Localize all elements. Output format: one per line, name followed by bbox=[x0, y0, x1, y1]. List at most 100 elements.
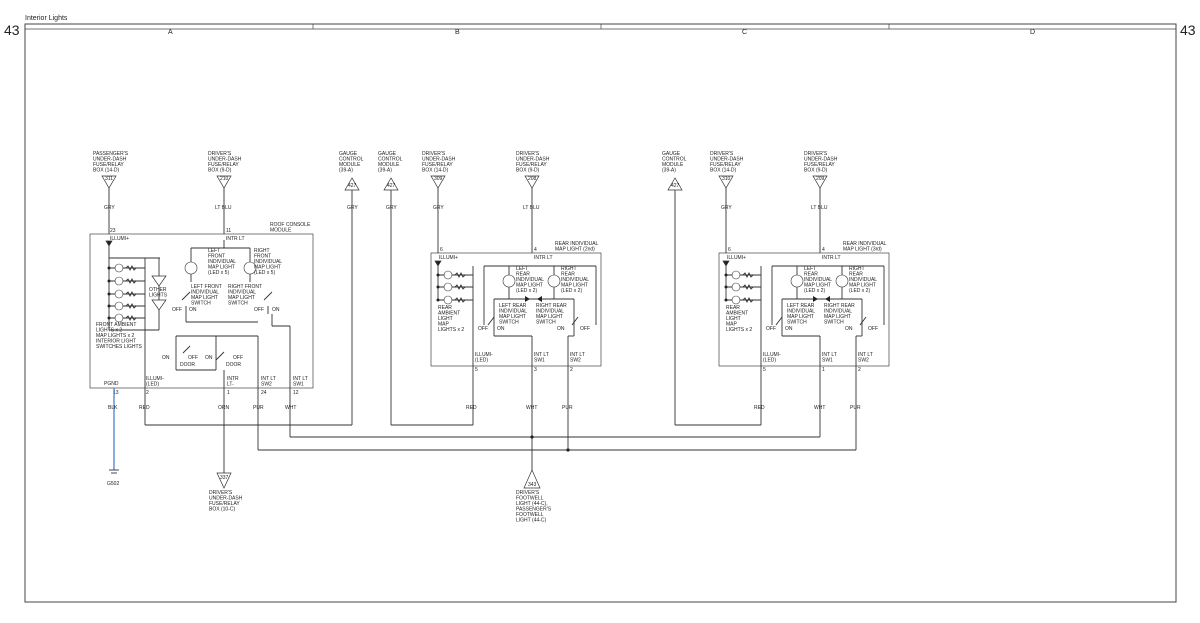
svg-text:PUR: PUR bbox=[253, 405, 264, 411]
svg-text:BLK: BLK bbox=[108, 405, 118, 411]
svg-text:RED: RED bbox=[466, 405, 477, 411]
roof-console-led-1 bbox=[107, 263, 145, 273]
svg-text:LT BLU: LT BLU bbox=[215, 205, 232, 211]
svg-text:GRY: GRY bbox=[104, 205, 115, 211]
column-label-c: C bbox=[742, 29, 747, 36]
svg-text:OFF: OFF bbox=[868, 326, 878, 332]
svg-text:ON: ON bbox=[189, 307, 197, 313]
svg-text:OFF: OFF bbox=[233, 355, 243, 361]
svg-text:ILLUMI+: ILLUMI+ bbox=[439, 255, 458, 261]
svg-text:OFF: OFF bbox=[766, 326, 776, 332]
svg-text:4: 4 bbox=[534, 247, 537, 253]
column-label-b: B bbox=[455, 29, 460, 36]
svg-text:ILLUMI-(LED): ILLUMI-(LED) bbox=[475, 352, 493, 364]
diagram-frame bbox=[24, 23, 1177, 603]
svg-text:309: 309 bbox=[434, 176, 443, 182]
svg-text:ON: ON bbox=[557, 326, 565, 332]
svg-text:ON: ON bbox=[272, 307, 280, 313]
bottom-wiring: G502 bbox=[107, 366, 857, 487]
page-number-right: 43 bbox=[1180, 22, 1196, 38]
svg-text:GRY: GRY bbox=[721, 205, 732, 211]
rear-2nd-led-3 bbox=[436, 295, 473, 305]
roof-console-led-4 bbox=[107, 301, 145, 311]
svg-text:OFF: OFF bbox=[580, 326, 590, 332]
svg-text:13: 13 bbox=[113, 390, 119, 396]
svg-text:PUR: PUR bbox=[850, 405, 861, 411]
svg-text:RED: RED bbox=[139, 405, 150, 411]
svg-text:311: 311 bbox=[105, 176, 113, 182]
ground-label: G502 bbox=[107, 481, 119, 487]
roof-console-led-5 bbox=[107, 313, 145, 323]
svg-text:208: 208 bbox=[528, 176, 537, 182]
page-title: Interior Lights bbox=[25, 15, 68, 22]
svg-text:ILLUMI-(LED): ILLUMI-(LED) bbox=[146, 376, 164, 388]
svg-text:1: 1 bbox=[227, 390, 230, 396]
svg-text:RED: RED bbox=[754, 405, 765, 411]
svg-text:209: 209 bbox=[816, 176, 825, 182]
svg-text:11: 11 bbox=[226, 228, 231, 234]
svg-text:12: 12 bbox=[293, 390, 299, 396]
svg-text:ON: ON bbox=[785, 326, 793, 332]
roof-console-led-3 bbox=[107, 289, 145, 299]
svg-text:OFF: OFF bbox=[188, 355, 198, 361]
svg-text:GRY: GRY bbox=[386, 205, 397, 211]
svg-text:5: 5 bbox=[763, 367, 766, 373]
rear-2nd-led-2 bbox=[436, 282, 473, 292]
svg-text:ILLUMI+: ILLUMI+ bbox=[110, 236, 129, 242]
column-label-a: A bbox=[168, 29, 173, 36]
svg-text:4: 4 bbox=[822, 247, 825, 253]
page-number-left: 43 bbox=[4, 22, 20, 38]
svg-text:OFF: OFF bbox=[172, 307, 182, 313]
svg-text:PGND: PGND bbox=[104, 381, 119, 387]
svg-text:DOOR: DOOR bbox=[180, 362, 195, 368]
svg-text:INTR LT: INTR LT bbox=[534, 255, 553, 261]
svg-text:LT BLU: LT BLU bbox=[523, 205, 540, 211]
rear-2nd-led-1 bbox=[436, 270, 473, 280]
svg-text:6: 6 bbox=[728, 247, 731, 253]
svg-text:310: 310 bbox=[722, 176, 731, 182]
svg-text:WHT: WHT bbox=[285, 405, 296, 411]
svg-text:5: 5 bbox=[475, 367, 478, 373]
svg-text:2: 2 bbox=[858, 367, 861, 373]
svg-text:ON: ON bbox=[162, 355, 170, 361]
svg-text:LT BLU: LT BLU bbox=[811, 205, 828, 211]
svg-text:ON: ON bbox=[205, 355, 213, 361]
